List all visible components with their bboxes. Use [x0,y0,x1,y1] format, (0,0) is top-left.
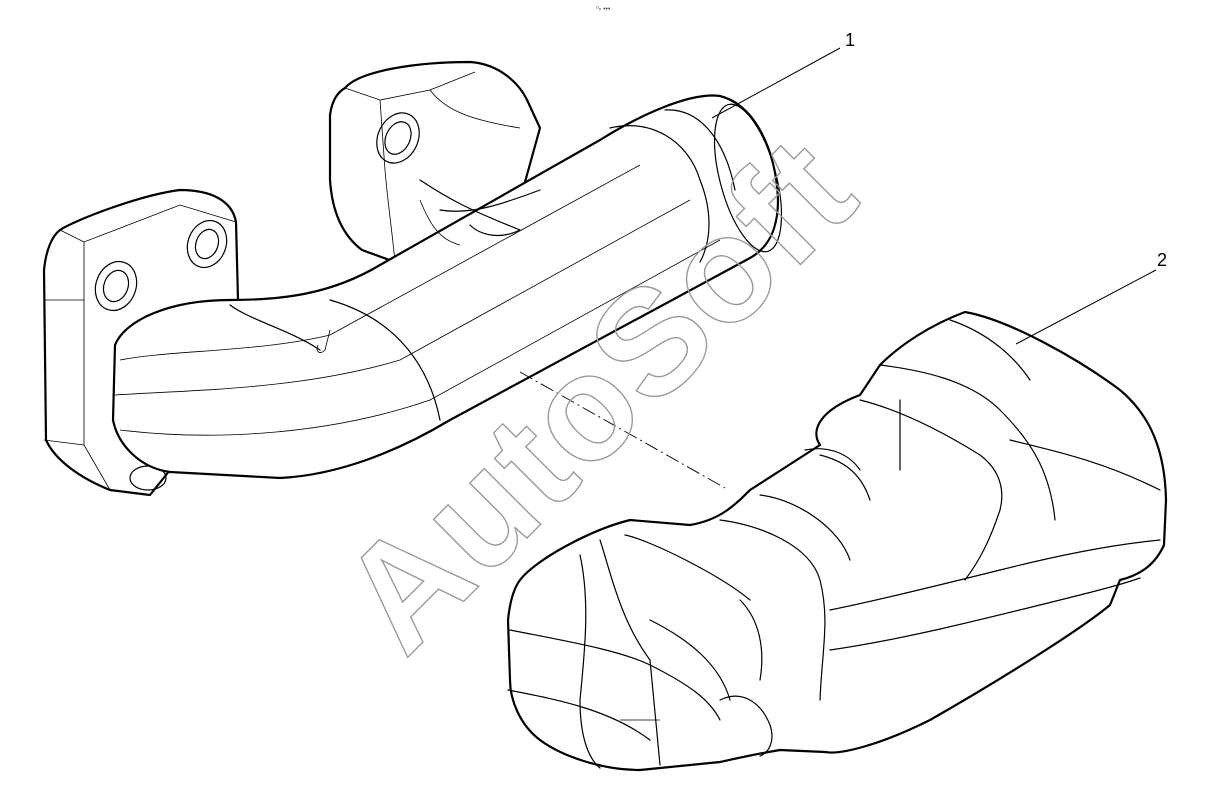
heat-shield-body [506,310,1168,772]
front-flange-hole-2 [186,219,228,269]
front-flange-hole-1 [94,260,138,312]
outlet-opening [713,103,783,253]
rear-flange-hole-inner [384,121,412,155]
callout-1-label: 1 [845,30,855,50]
callout-1-leader [711,47,841,119]
part-2-heat-shield [506,310,1168,772]
assembly-centerline [519,371,726,489]
outlet-collar [609,125,710,263]
rear-flange-hole [376,112,420,164]
part-1-exhaust-manifold [42,60,783,497]
manifold-tube [111,94,780,480]
top-mark-text: ⁰⸗ ••• [596,5,611,13]
callout-2-label: 2 [1157,250,1167,270]
callout-2-leader [1015,269,1157,345]
